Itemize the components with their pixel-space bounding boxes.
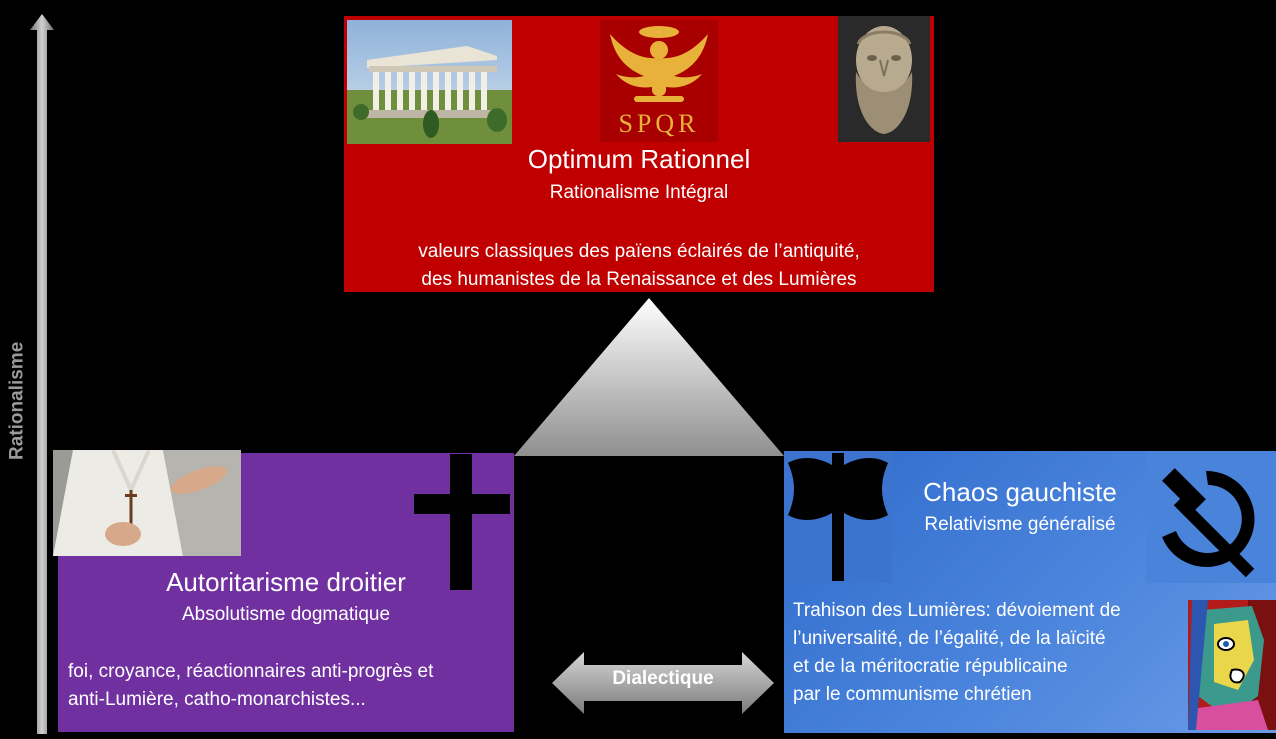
picasso-portrait-image <box>1188 600 1276 730</box>
priest-image <box>53 450 241 556</box>
hammer-sickle-icon <box>1162 468 1255 578</box>
left-description: foi, croyance, réactionnaires anti-progr… <box>68 658 508 714</box>
spqr-text: SPQR <box>618 109 699 138</box>
double-axe-icon <box>788 453 888 581</box>
right-title: Chaos gauchiste <box>923 477 1117 507</box>
top-description-line: des humanistes de la Renaissance et des … <box>421 269 857 290</box>
top-subtitle: Rationalisme Intégral <box>549 182 729 203</box>
right-description-line: l’universalité, de l’égalité, de la laïc… <box>793 628 1106 649</box>
left-subtitle: Absolutisme dogmatique <box>181 604 391 625</box>
top-description-line: valeurs classiques des païens éclairés d… <box>418 241 860 262</box>
triangle-shape <box>514 298 784 456</box>
double-axe-box <box>784 451 892 583</box>
left-title: Autoritarisme droitier <box>166 567 406 597</box>
dialectic-label: Dialectique <box>612 668 714 689</box>
philosopher-bust-image <box>838 16 930 142</box>
right-description: Trahison des Lumières: dévoiement de l’u… <box>793 597 1193 709</box>
right-subtitle: Relativisme généralisé <box>924 514 1116 535</box>
dialectic-double-arrow <box>552 652 774 714</box>
top-title: Optimum Rationnel <box>527 144 751 174</box>
left-description-line: foi, croyance, réactionnaires anti-progr… <box>68 661 434 682</box>
optimum-rationnel-panel: SPQR Optimum Rationnel Rationalisme Inté… <box>344 16 934 292</box>
spqr-eagle-icon: SPQR <box>600 20 718 142</box>
hammer-sickle-box <box>1146 451 1276 583</box>
top-description: valeurs classiques des païens éclairés d… <box>344 238 934 294</box>
cross-icon <box>414 454 510 590</box>
left-description-line: anti-Lumière, catho-monarchistes... <box>68 689 366 710</box>
rationalism-axis-arrow <box>30 14 54 734</box>
right-description-line: par le communisme chrétien <box>793 684 1032 705</box>
temple-image <box>347 20 512 144</box>
right-description-line: et de la méritocratie républicaine <box>793 656 1068 677</box>
right-description-line: Trahison des Lumières: dévoiement de <box>793 600 1121 621</box>
